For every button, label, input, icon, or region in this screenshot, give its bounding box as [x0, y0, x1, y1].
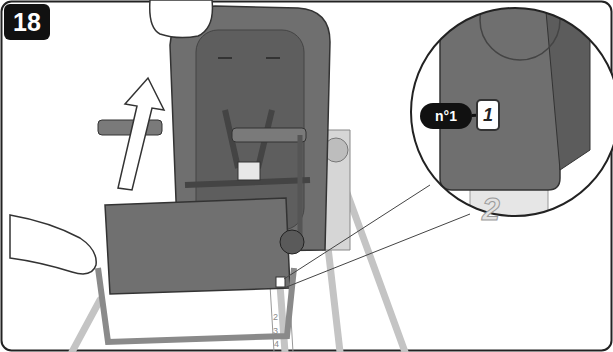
callout-pill: n°1 — [420, 103, 472, 129]
seat-front — [105, 198, 290, 294]
hand — [10, 215, 96, 274]
lift-arrow — [118, 78, 164, 190]
arm-support — [298, 135, 303, 240]
buckle — [238, 162, 260, 180]
zoom-leader — [284, 185, 470, 288]
tray-frame — [98, 268, 294, 342]
armrest — [232, 128, 306, 142]
leg-scale-number: 4 — [274, 340, 279, 349]
zoom-circle: 2n°11 — [410, 7, 613, 217]
leg-scale-number: 3 — [273, 327, 278, 336]
zoom-detail — [405, 0, 613, 240]
pad-marks — [218, 57, 280, 59]
height-button — [276, 277, 285, 287]
callout-connector — [472, 114, 476, 117]
harness — [185, 110, 310, 185]
zoom-circle-text: 2 — [482, 193, 500, 225]
step-badge-text: 18 — [13, 10, 41, 35]
hand — [150, 0, 213, 38]
button-number: 1 — [476, 99, 500, 131]
callout-pill-text: n°1 — [435, 109, 457, 123]
recline-knob — [280, 230, 304, 254]
step-badge: 18 — [4, 4, 50, 40]
armrest — [98, 120, 162, 135]
button-number-text: 1 — [483, 106, 493, 124]
leg-scale-number: 2 — [273, 313, 278, 322]
